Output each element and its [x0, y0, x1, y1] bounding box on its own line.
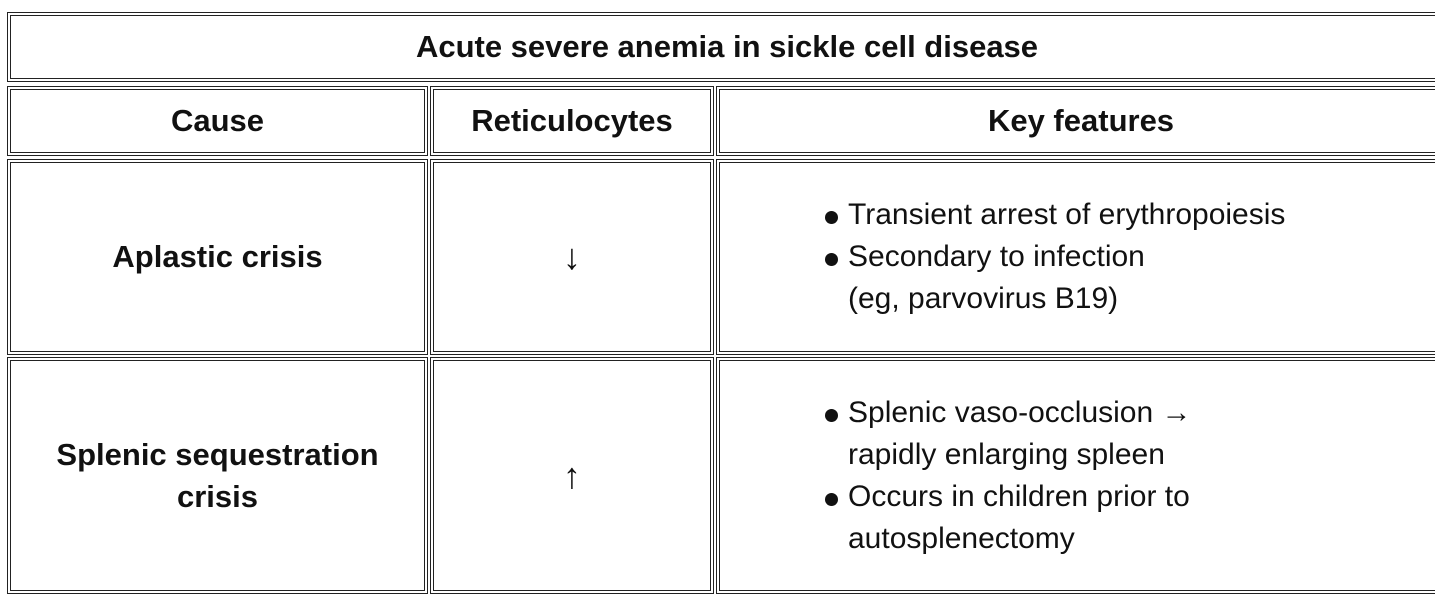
feature-item: Splenic vaso-occlusion → rapidly enlargi…: [820, 392, 1262, 476]
header-key-features: Key features: [716, 86, 1435, 156]
row-splenic-reticulocytes: ↑: [430, 357, 714, 594]
row-aplastic-features: Transient arrest of erythropoiesis Secon…: [716, 159, 1435, 355]
feature-item: Transient arrest of erythropoiesis: [820, 194, 1382, 236]
row-aplastic-reticulocytes: ↓: [430, 159, 714, 355]
cause-label: Splenic sequestration crisis: [56, 436, 379, 514]
feature-item: Occurs in children prior to autosplenect…: [820, 476, 1262, 560]
header-key-features-label: Key features: [987, 103, 1175, 138]
bullet-icon: [825, 211, 838, 224]
feature-text: Transient arrest of erythropoiesis: [848, 198, 1286, 231]
feature-item: Secondary to infection (eg, parvovirus B…: [820, 236, 1382, 320]
row-splenic-features: Splenic vaso-occlusion → rapidly enlargi…: [716, 357, 1435, 594]
row-splenic-cause: Splenic sequestration crisis: [7, 357, 428, 594]
feature-text: Occurs in children prior to autosplenect…: [848, 479, 1190, 555]
bullet-icon: [825, 492, 838, 506]
feature-text: Secondary to infection (eg, parvovirus B…: [848, 240, 1145, 315]
header-cause: Cause: [7, 86, 428, 156]
reticulocyte-up-arrow: ↑: [563, 454, 581, 496]
feature-list: Splenic vaso-occlusion → rapidly enlargi…: [820, 392, 1262, 560]
feature-text: Splenic vaso-occlusion → rapidly enlargi…: [848, 395, 1192, 471]
row-aplastic-cause: Aplastic crisis: [7, 159, 428, 355]
feature-list: Transient arrest of erythropoiesis Secon…: [820, 194, 1382, 320]
reticulocyte-down-arrow: ↓: [563, 236, 581, 277]
cause-label: Aplastic crisis: [112, 239, 323, 274]
header-cause-label: Cause: [170, 103, 265, 138]
bullet-icon: [825, 408, 838, 422]
header-reticulocytes-label: Reticulocytes: [471, 103, 673, 138]
header-reticulocytes: Reticulocytes: [430, 86, 714, 156]
bullet-icon: [825, 253, 838, 266]
table-title: Acute severe anemia in sickle cell disea…: [7, 12, 1435, 82]
table-title-text: Acute severe anemia in sickle cell disea…: [415, 29, 1039, 64]
